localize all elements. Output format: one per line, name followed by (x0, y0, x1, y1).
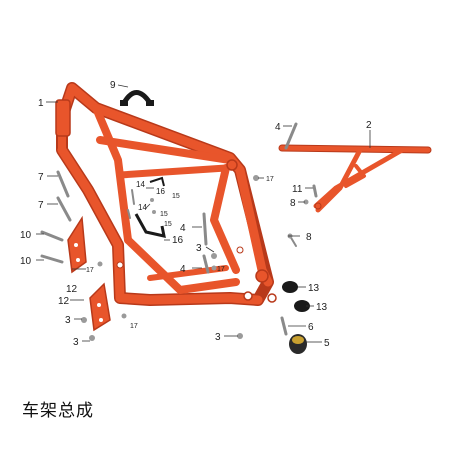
callout-3d: 3 (215, 332, 221, 343)
callout-1: 1 (38, 98, 44, 109)
leader-lines (36, 84, 371, 343)
callout-16a: 16 (156, 187, 165, 196)
callout-4b: 4 (180, 264, 186, 275)
main-frame (55, 82, 277, 306)
callout-14b: 14 (138, 203, 147, 212)
callout-3c: 3 (73, 337, 79, 348)
callout-3b: 3 (65, 315, 71, 326)
callout-6: 6 (308, 322, 314, 333)
callout-4a: 4 (275, 122, 281, 133)
callout-3a: 3 (196, 243, 202, 254)
callout-9: 9 (110, 80, 116, 91)
callout-10b: 10 (20, 256, 32, 267)
callout-7a: 7 (38, 172, 44, 183)
callout-16b: 16 (172, 235, 184, 246)
callout-5: 5 (324, 338, 330, 349)
callout-17b: 17 (130, 323, 138, 330)
callout-15c: 15 (164, 221, 172, 228)
callout-10a: 10 (20, 230, 32, 241)
rubber-parts (282, 281, 310, 354)
callout-11: 11 (292, 184, 303, 195)
rear-subframe (278, 144, 432, 213)
callout-13b: 13 (316, 302, 328, 313)
callout-7b: 7 (38, 200, 44, 211)
bolts (40, 122, 318, 336)
callout-1b-bracket-4c: 4 (180, 223, 186, 234)
callout-8b: 8 (306, 232, 312, 243)
callout-17a: 17 (86, 267, 94, 274)
callout-12b: 12 (58, 296, 70, 307)
clamp-bracket (120, 90, 154, 106)
engine-mount-plates (67, 215, 111, 332)
callout-15a: 15 (172, 193, 180, 200)
battery-bracket (134, 176, 166, 238)
callout-12a: 12 (66, 284, 78, 295)
callout-numbers: 1 2 9 4 7 7 10 10 11 8 8 4 4 3 3 3 3 13 … (20, 80, 372, 349)
callout-15b: 15 (160, 211, 168, 218)
callout-13a: 13 (308, 283, 320, 294)
callout-8a: 8 (290, 198, 296, 209)
callout-17c: 17 (266, 176, 274, 183)
diagram-title: 车架总成 (22, 401, 94, 421)
callout-14a: 14 (136, 180, 145, 189)
callout-17d: 17 (217, 266, 225, 273)
callout-2: 2 (366, 120, 372, 131)
